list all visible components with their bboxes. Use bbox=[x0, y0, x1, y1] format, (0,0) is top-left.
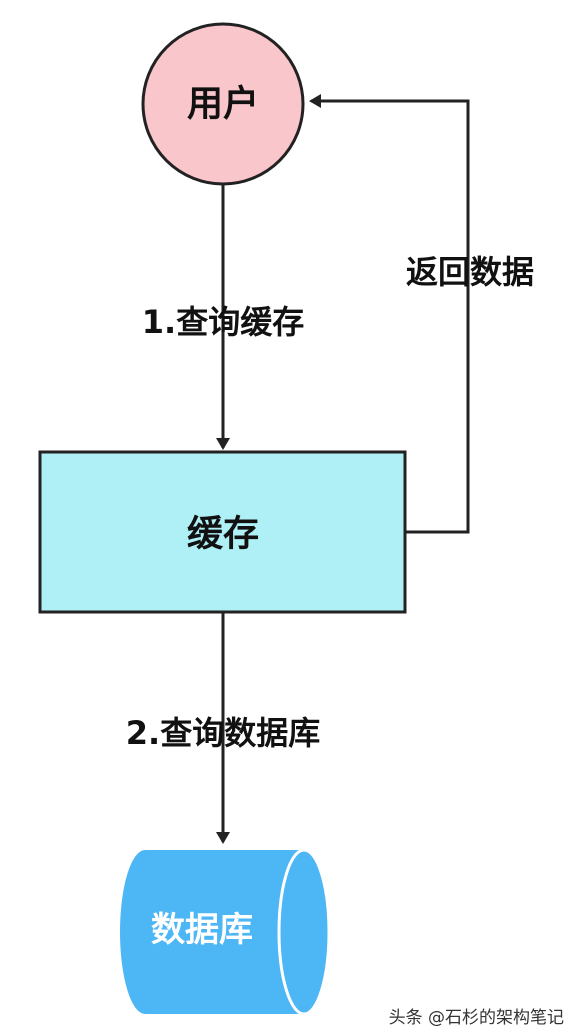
edge-query-cache-label: 1.查询缓存 bbox=[142, 303, 304, 341]
node-database-body bbox=[120, 850, 329, 1014]
node-database bbox=[120, 848, 331, 1016]
node-cache-label: 缓存 bbox=[187, 514, 259, 555]
node-cache bbox=[38, 450, 407, 614]
watermark: 头条 @石杉的架构笔记 bbox=[388, 1008, 564, 1028]
node-database-label: 数据库 bbox=[151, 910, 253, 950]
edge-query-db-label: 2.查询数据库 bbox=[126, 714, 320, 752]
node-user-label: 用户 bbox=[187, 84, 259, 125]
edge-return-data-label: 返回数据 bbox=[406, 253, 534, 291]
node-database-end bbox=[277, 848, 331, 1016]
edge-return-data-line bbox=[309, 94, 470, 534]
node-user bbox=[141, 22, 305, 186]
